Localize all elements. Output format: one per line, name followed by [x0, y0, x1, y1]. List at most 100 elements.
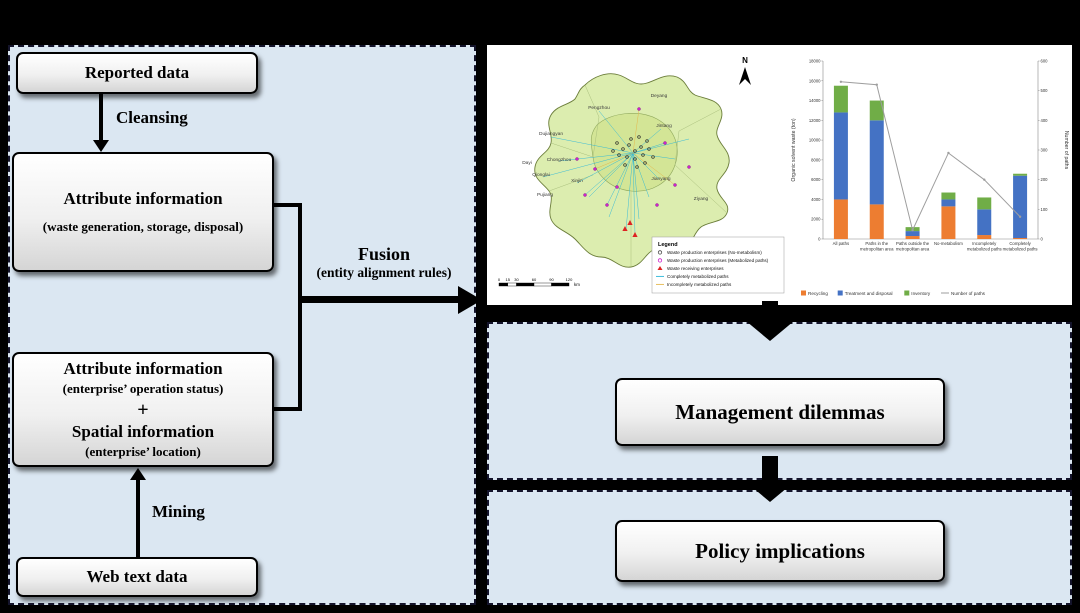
category-label: All paths [833, 241, 849, 246]
metabolized-enterprise-marker [655, 203, 659, 207]
place-label: Ziyang [694, 196, 709, 202]
metabolized-enterprise-marker [593, 167, 597, 171]
no-metabolism-enterprise-marker [637, 135, 641, 139]
y-axis-tick-label: 2000 [811, 217, 821, 222]
place-label: Deyang [651, 93, 668, 99]
no-metabolism-enterprise-marker [645, 139, 649, 143]
no-metabolism-enterprise-marker [651, 155, 655, 159]
no-metabolism-enterprise-marker [617, 153, 621, 157]
figure-to-management-arrow [746, 301, 794, 341]
scale-tick-label: 15 [506, 277, 511, 282]
attr2-subtitle: (enterprise’ operation status) [62, 381, 224, 397]
bar-segment [869, 100, 884, 121]
map-legend-item-label: Waste production enterprises (Metabolize… [667, 258, 769, 263]
fusion-arrow-shaft [300, 296, 460, 303]
web-text-data-box: Web text data [16, 557, 258, 597]
no-metabolism-enterprise-marker [643, 161, 647, 165]
attr2-title: Attribute information [63, 358, 223, 378]
bar-segment [905, 231, 920, 237]
bar-segment [977, 235, 992, 239]
place-label: Pujiang [537, 192, 553, 198]
plus-sign: + [137, 398, 149, 421]
waste-receiving-enterprise-marker [632, 232, 638, 237]
completely-metabolized-path [558, 152, 634, 162]
chart-legend-swatch [837, 290, 843, 296]
category-label: No-metabolism [934, 241, 963, 246]
chart-legend-label: Number of paths [951, 291, 986, 296]
metabolized-enterprise-marker [687, 165, 691, 169]
completely-metabolized-path [632, 128, 662, 154]
category-label: Completely [1009, 241, 1031, 246]
legend-marker [657, 250, 663, 255]
y-axis-tick-label: 16000 [809, 78, 821, 83]
line-marker [839, 80, 843, 83]
data-fusion-panel [8, 45, 476, 605]
place-label: Jianyang [651, 176, 671, 182]
place-label: Pengzhou [588, 105, 610, 111]
y2-axis-tick-label: 400 [1041, 118, 1049, 123]
bar-segment [941, 199, 956, 207]
scale-tick-label: 0 [498, 277, 501, 282]
bar-segment [1013, 238, 1028, 239]
y2-axis-tick-label: 600 [1041, 59, 1049, 64]
completely-metabolized-path [584, 152, 634, 196]
attribute-spatial-info-box: Attribute information (enterprise’ opera… [12, 352, 274, 467]
map-legend-item-label: Completely metabolized paths [667, 274, 729, 279]
completely-metabolized-path [550, 136, 634, 154]
bar-segment [905, 236, 920, 239]
no-metabolism-enterprise-marker [615, 141, 619, 145]
scale-tick-label: 30 [514, 277, 519, 282]
metabolized-path-lines [542, 108, 690, 236]
policy-implications-label: Policy implications [695, 538, 865, 563]
category-label: metabolized paths [1003, 246, 1038, 251]
y2-axis-tick-label: 0 [1041, 237, 1044, 242]
spatial-title: Spatial information [71, 421, 215, 441]
bar-segment [1013, 173, 1028, 176]
attribute-info-box-1: Attribute information (waste generation,… [12, 152, 274, 272]
no-metabolism-enterprise-marker [621, 147, 625, 151]
completely-metabolized-path [632, 138, 690, 154]
no-metabolism-enterprise-marker [641, 153, 645, 157]
metabolized-enterprise-marker [575, 157, 579, 161]
fusion-connector-vertical [298, 203, 302, 411]
no-metabolism-enterprise-marker [633, 149, 637, 153]
no-metabolism-enterprise-marker [623, 163, 627, 167]
y-axis-tick-label: 4000 [811, 197, 821, 202]
completely-metabolized-path [606, 152, 634, 206]
line-marker [983, 178, 986, 181]
no-metabolism-enterprise-marker [629, 137, 633, 141]
y-axis-title: Organic solvent waste (ton) [791, 118, 797, 181]
place-label: Qionglai [532, 172, 550, 178]
no-metabolism-enterprise-marker [639, 145, 643, 149]
incompletely-metabolized-path [632, 152, 676, 186]
bar-segment [977, 209, 992, 236]
y-axis-tick-label: 6000 [811, 177, 821, 182]
y-axis-tick-label: 18000 [809, 59, 821, 64]
region-outline [534, 73, 730, 268]
mining-arrow-shaft [136, 480, 140, 557]
line-marker [947, 151, 950, 155]
y2-axis-tick-label: 200 [1041, 177, 1049, 182]
attr1-title: Attribute information [63, 188, 223, 208]
mining-label: Mining [152, 502, 205, 521]
no-metabolism-enterprise-marker [635, 165, 639, 169]
completely-metabolized-path [625, 152, 634, 231]
fusion-connector-top [274, 203, 302, 207]
metabolized-enterprise-marker [583, 193, 587, 197]
scale-tick-label: 120 [566, 277, 573, 282]
map-legend-item-label: Waste production enterprises (No-metabol… [667, 250, 762, 255]
place-label: Jintang [656, 123, 672, 129]
number-of-paths-line [840, 81, 1021, 232]
bar-segment [941, 206, 956, 239]
completely-metabolized-path [542, 152, 634, 178]
waste-receiving-enterprise-marker [627, 220, 633, 225]
chart-legend-label: Treatment and disposal [845, 291, 893, 296]
cleansing-label: Cleansing [116, 108, 188, 127]
bar-segment [869, 120, 884, 205]
bar-segment [941, 192, 956, 200]
fusion-arrow-head [458, 286, 482, 314]
completely-metabolized-path [608, 152, 634, 218]
scale-tick-label: 60 [532, 277, 537, 282]
